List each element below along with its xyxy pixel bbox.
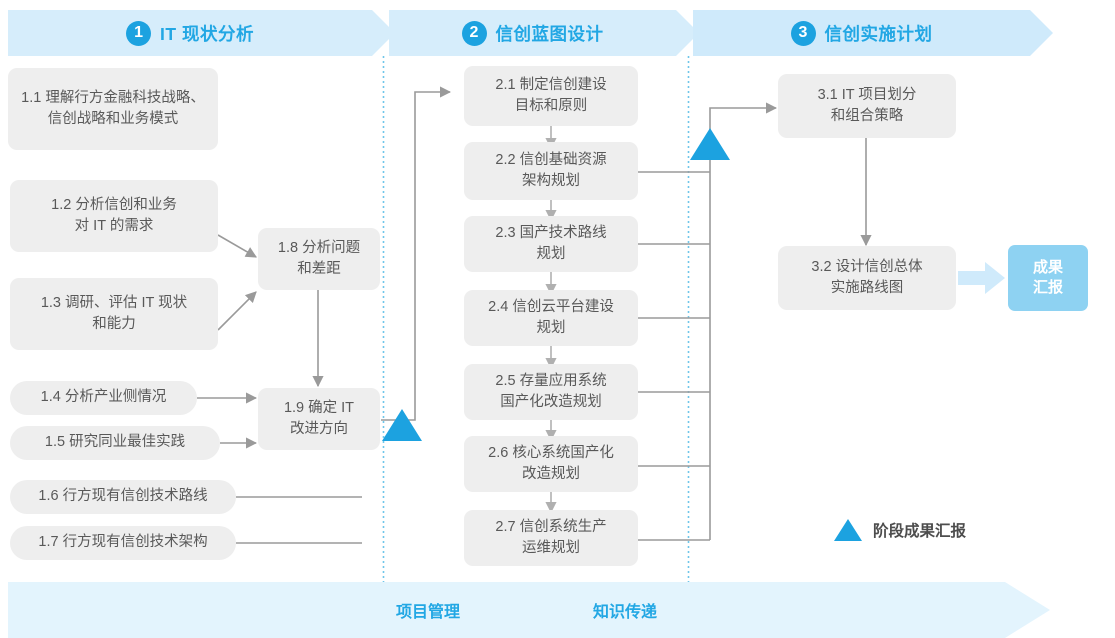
footer-label-project-management: 项目管理 (396, 604, 461, 621)
node-3-2[interactable]: 3.2 设计信创总体 实施路线图 (778, 246, 956, 310)
node-1-3-label: 1.3 调研、评估 IT 现状 和能力 (40, 294, 188, 332)
footer-label-knowledge-transfer: 知识传递 (593, 604, 658, 621)
node-1-5-label: 1.5 研究同业最佳实践 (44, 434, 186, 451)
node-1-9-label: 1.9 确定 IT 改进方向 (283, 399, 355, 437)
node-1-1[interactable]: 1.1 理解行方金融科技战略、 信创战略和业务模式 (8, 68, 218, 150)
node-1-1-label: 1.1 理解行方金融科技战略、 信创战略和业务模式 (21, 89, 205, 127)
node-1-7-label: 1.7 行方现有信创技术架构 (38, 534, 208, 551)
result-report-label: 成果 汇报 (1032, 258, 1063, 296)
node-2-2-label: 2.2 信创基础资源 架构规划 (495, 151, 607, 189)
node-3-2-label: 3.2 设计信创总体 实施路线图 (811, 258, 923, 296)
node-2-3[interactable]: 2.3 国产技术路线 规划 (464, 216, 638, 272)
node-2-3-label: 2.3 国产技术路线 规划 (495, 224, 607, 262)
node-1-2-label: 1.2 分析信创和业务 对 IT 的需求 (51, 196, 177, 234)
node-1-6-label: 1.6 行方现有信创技术路线 (38, 488, 208, 505)
blue-triangle-icon (834, 519, 862, 541)
node-2-7[interactable]: 2.7 信创系统生产 运维规划 (464, 510, 638, 566)
node-2-5-label: 2.5 存量应用系统 国产化改造规划 (495, 372, 607, 410)
node-2-7-label: 2.7 信创系统生产 运维规划 (495, 518, 607, 556)
node-2-5[interactable]: 2.5 存量应用系统 国产化改造规划 (464, 364, 638, 420)
node-1-7[interactable]: 1.7 行方现有信创技术架构 (10, 526, 236, 560)
node-1-4[interactable]: 1.4 分析产业侧情况 (10, 381, 197, 415)
node-2-1[interactable]: 2.1 制定信创建设 目标和原则 (464, 66, 638, 126)
node-1-2[interactable]: 1.2 分析信创和业务 对 IT 的需求 (10, 180, 218, 252)
node-2-2[interactable]: 2.2 信创基础资源 架构规划 (464, 142, 638, 200)
node-2-4-label: 2.4 信创云平台建设 规划 (488, 298, 614, 336)
node-1-8[interactable]: 1.8 分析问题 和差距 (258, 228, 380, 290)
legend-milestone-label: 阶段成果汇报 (873, 523, 967, 540)
node-1-5[interactable]: 1.5 研究同业最佳实践 (10, 426, 220, 460)
node-2-4[interactable]: 2.4 信创云平台建设 规划 (464, 290, 638, 346)
node-3-1-label: 3.1 IT 项目划分 和组合策略 (817, 86, 917, 124)
node-3-1[interactable]: 3.1 IT 项目划分 和组合策略 (778, 74, 956, 138)
node-1-9[interactable]: 1.9 确定 IT 改进方向 (258, 388, 380, 450)
node-2-1-label: 2.1 制定信创建设 目标和原则 (495, 76, 607, 114)
result-report-chip[interactable]: 成果 汇报 (1008, 245, 1088, 311)
legend-milestone: 阶段成果汇报 (834, 519, 966, 541)
node-2-6-label: 2.6 核心系统国产化 改造规划 (488, 444, 614, 482)
node-1-3[interactable]: 1.3 调研、评估 IT 现状 和能力 (10, 278, 218, 350)
node-1-6[interactable]: 1.6 行方现有信创技术路线 (10, 480, 236, 514)
node-1-4-label: 1.4 分析产业侧情况 (40, 389, 167, 406)
node-1-8-label: 1.8 分析问题 和差距 (277, 239, 361, 277)
node-2-6[interactable]: 2.6 核心系统国产化 改造规划 (464, 436, 638, 492)
